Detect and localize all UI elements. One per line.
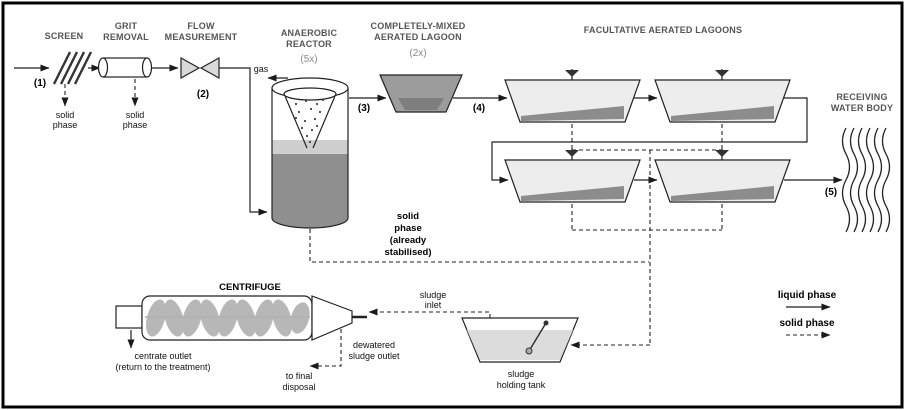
centrifuge-cone bbox=[311, 295, 353, 341]
screen-solids-label-2: phase bbox=[53, 120, 78, 130]
stream-number-1: (1) bbox=[34, 78, 46, 89]
reactor-funnel-top bbox=[283, 87, 337, 101]
legend-solid-label: solid phase bbox=[779, 318, 834, 329]
stabilised-label-4: stabilised) bbox=[385, 247, 432, 258]
legend-liquid-label: liquid phase bbox=[778, 290, 837, 301]
stream-number-4: (4) bbox=[473, 103, 485, 114]
screen-title: SCREEN bbox=[45, 31, 84, 41]
stream-number-3: (3) bbox=[358, 103, 370, 114]
cml-title-2: AERATED LAGOON bbox=[374, 32, 462, 42]
stabilised-label-3: (already bbox=[390, 235, 427, 246]
flow-title-1: FLOW bbox=[187, 21, 215, 31]
stabilised-label-2: phase bbox=[394, 223, 421, 234]
facultative-lagoon-4 bbox=[654, 148, 791, 203]
feed-line-to-reactor bbox=[219, 67, 268, 216]
reactor-multiplier: (5x) bbox=[300, 54, 317, 65]
mixer-paddle bbox=[525, 347, 533, 355]
facultative-lagoon-1 bbox=[504, 68, 641, 123]
reactor-sludge-zone bbox=[272, 154, 348, 228]
mixer-shaft bbox=[528, 322, 547, 352]
screen-icon bbox=[52, 51, 93, 85]
centrifuge bbox=[115, 295, 367, 341]
centrifuge-motor bbox=[115, 305, 143, 329]
facultative-lagoon-2 bbox=[654, 68, 791, 123]
cml-multiplier: (2x) bbox=[409, 48, 426, 59]
sludge-holding-tank bbox=[461, 317, 579, 363]
sludge-inlet-label-1: sludge bbox=[420, 290, 447, 300]
tank-label-1: sludge bbox=[508, 369, 535, 379]
screen-solids-label-1: solid bbox=[56, 110, 75, 120]
centrifuge-scroll bbox=[146, 299, 310, 337]
grit-title-1: GRIT bbox=[115, 21, 138, 31]
lagoon2-to-lagoon3-line bbox=[491, 97, 808, 184]
sludge-granules bbox=[294, 98, 325, 144]
gas-label: gas bbox=[254, 64, 269, 74]
facultative-title: FACULTATIVE AERATED LAGOONS bbox=[584, 25, 742, 35]
flow-title-2: MEASUREMENT bbox=[165, 32, 238, 42]
completely-mixed-aerated-lagoon bbox=[379, 74, 463, 113]
dewatered-label-1: dewatered bbox=[353, 340, 395, 350]
mixer-handle bbox=[543, 320, 549, 326]
grit-title-2: REMOVAL bbox=[103, 32, 149, 42]
grit-solids-label-1: solid bbox=[126, 110, 145, 120]
centrifuge-title: CENTRIFUGE bbox=[219, 282, 281, 293]
grit-solids-label-2: phase bbox=[123, 120, 148, 130]
sludge-inlet-label-2: inlet bbox=[425, 300, 442, 310]
cml-title-1: COMPLETELY-MIXED bbox=[371, 21, 466, 31]
reactor-title-1: ANAEROBIC bbox=[281, 28, 338, 38]
reactor-title-2: REACTOR bbox=[286, 39, 332, 49]
centrate-label-2: (return to the treatment) bbox=[115, 362, 210, 372]
disposal-label-2: disposal bbox=[282, 382, 315, 392]
stream-number-5: (5) bbox=[825, 187, 837, 198]
stream-number-2: (2) bbox=[197, 89, 209, 100]
receiving-title-2: WATER BODY bbox=[831, 103, 893, 113]
dewatered-label-2: sludge outlet bbox=[348, 351, 400, 361]
disposal-label-1: to final bbox=[286, 371, 313, 381]
receiving-title-1: RECEIVING bbox=[836, 92, 887, 102]
sludge-collection-lines bbox=[309, 124, 723, 349]
dewatered-sludge-line bbox=[309, 329, 342, 370]
anaerobic-reactor bbox=[271, 77, 349, 229]
grit-removal-tank bbox=[97, 57, 153, 78]
receiving-water-body bbox=[841, 127, 891, 233]
flow-measurement-venturi bbox=[180, 56, 220, 80]
stabilised-label-1: solid bbox=[397, 211, 419, 222]
tank-label-2: holding tank bbox=[497, 380, 546, 390]
reactor-transition-band bbox=[272, 140, 348, 154]
legend: liquid phase solid phase bbox=[778, 290, 837, 339]
reactor-sludge-line bbox=[309, 229, 649, 263]
sludge-inlet-line bbox=[368, 308, 491, 318]
centrate-label-1: centrate outlet bbox=[134, 351, 192, 361]
facultative-lagoon-3 bbox=[504, 148, 641, 203]
reactor-wall bbox=[271, 88, 349, 229]
